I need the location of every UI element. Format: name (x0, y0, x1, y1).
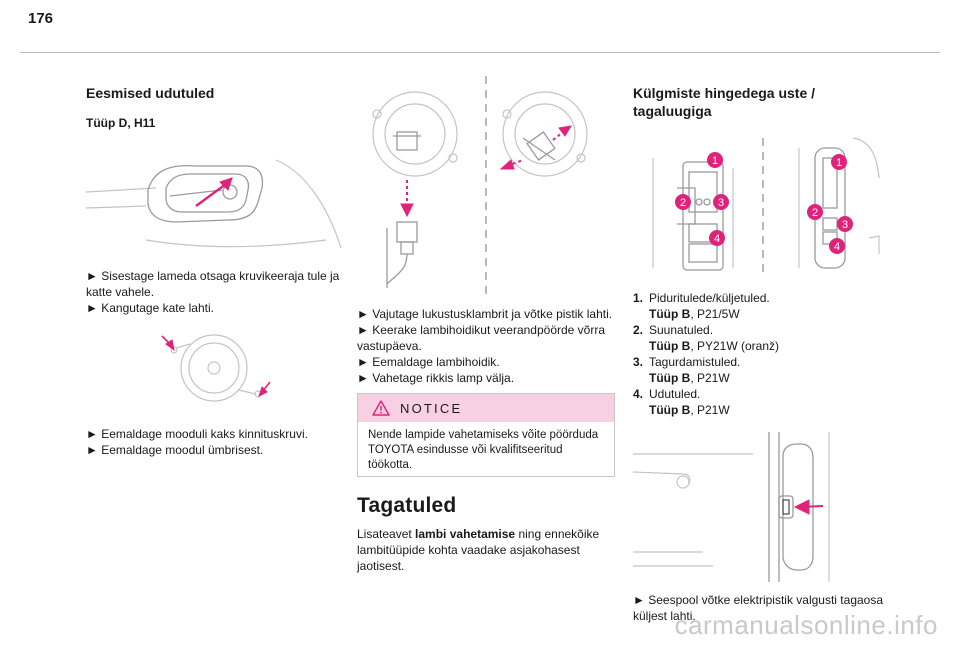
page-number: 176 (28, 10, 54, 27)
notice-header: NOTICE (358, 394, 614, 422)
connector-step: ► Seespool võtke elektripistik valgusti … (633, 593, 884, 623)
bulb-step-1: ► Vajutage lukustusklambrit ja võtke pis… (357, 307, 613, 321)
cover-step-1: ► Sisestage lameda otsaga kruvikeeraja t… (86, 269, 340, 299)
svg-text:1: 1 (836, 157, 842, 169)
svg-text:2: 2 (812, 207, 818, 219)
rear-connector-illustration (633, 432, 830, 582)
right-column: Külgmiste hingedega uste / tagaluugiga 1… (633, 84, 893, 624)
cover-step-2: ► Kangutage kate lahti. (86, 301, 214, 315)
svg-text:4: 4 (714, 233, 720, 245)
notice-title: NOTICE (400, 400, 463, 416)
warning-icon (372, 400, 390, 416)
left-column: Eesmised udutuled Tüüp D, H11 ► Sisestag… (86, 84, 346, 458)
title-line-2: tagaluugiga (633, 103, 712, 119)
middle-column: ► Vajutage lukustusklambrit ja võtke pis… (357, 74, 617, 386)
rear-text-bold: lambi vahetamise (415, 527, 516, 541)
callout-1-right: 1 (831, 154, 847, 170)
callout-1-left: 1 (707, 152, 723, 168)
lamp-item: 4.Udutuled.Tüüp B, P21W (633, 387, 730, 417)
callout-3-right: 3 (837, 216, 853, 232)
notice-box: NOTICE Nende lampide vahetamiseks võite … (357, 393, 615, 477)
fog-light-module-illustration (161, 334, 271, 402)
callout-2-right: 2 (807, 204, 823, 220)
rear-text-before: Lisateavet (357, 527, 416, 541)
title-line-1: Külgmiste hingedega uste / (633, 85, 816, 101)
notice-text: Nende lampide vahetamiseks võite pöördud… (368, 429, 599, 471)
fog-light-cover-illustration (86, 159, 342, 249)
lamp-item: 2.Suunatuled.Tüüp B, PY21W (oranž) (633, 323, 780, 353)
header-rule (20, 52, 940, 53)
lamp-item: 3.Tagurdamistuled.Tüüp B, P21W (633, 355, 741, 385)
section-title-fog-lights: Eesmised udutuled (86, 85, 215, 101)
svg-text:2: 2 (680, 197, 686, 209)
bulb-holder-illustration (372, 76, 588, 300)
module-step-1: ► Eemaldage mooduli kaks kinnituskruvi. (86, 427, 308, 441)
rear-lights-text: Lisateavet lambi vahetamise ning ennekõi… (357, 526, 617, 574)
lamp-list: 1.Piduritulede/küljetuled.Tüüp B, P21/5W… (633, 290, 893, 418)
svg-text:3: 3 (718, 197, 724, 209)
bulb-step-2: ► Keerake lambihoidikut veerandpöörde võ… (357, 323, 606, 353)
rear-lights-section: Tagatuled Lisateavet lambi vahetamise ni… (357, 494, 617, 574)
callout-2-left: 2 (675, 194, 691, 210)
lamp-item: 1.Piduritulede/küljetuled.Tüüp B, P21/5W (633, 291, 770, 321)
callout-3-left: 3 (713, 194, 729, 210)
callout-4-left: 4 (709, 230, 725, 246)
svg-text:1: 1 (712, 155, 718, 167)
callout-4-right: 4 (829, 238, 845, 254)
svg-text:4: 4 (834, 241, 840, 253)
svg-text:3: 3 (842, 219, 848, 231)
bulb-step-3: ► Eemaldage lambihoidik. (357, 355, 500, 369)
watermark: carmanualsonline.info (674, 610, 938, 640)
rear-lights-title: Tagatuled (357, 494, 457, 517)
rear-text-after: ning ennekõike lambitüüpide kohta vaadak… (357, 527, 600, 573)
module-step-2: ► Eemaldage moodul ümbrisest. (86, 443, 264, 457)
rear-light-cluster-illustration: 1 2 3 4 1 2 3 4 (652, 137, 880, 276)
bulb-step-4: ► Vahetage rikkis lamp välja. (357, 371, 515, 385)
type-subtitle: Tüüp D, H11 (86, 116, 156, 130)
section-title-rear-doors: Külgmiste hingedega uste / tagaluugiga (633, 84, 893, 120)
